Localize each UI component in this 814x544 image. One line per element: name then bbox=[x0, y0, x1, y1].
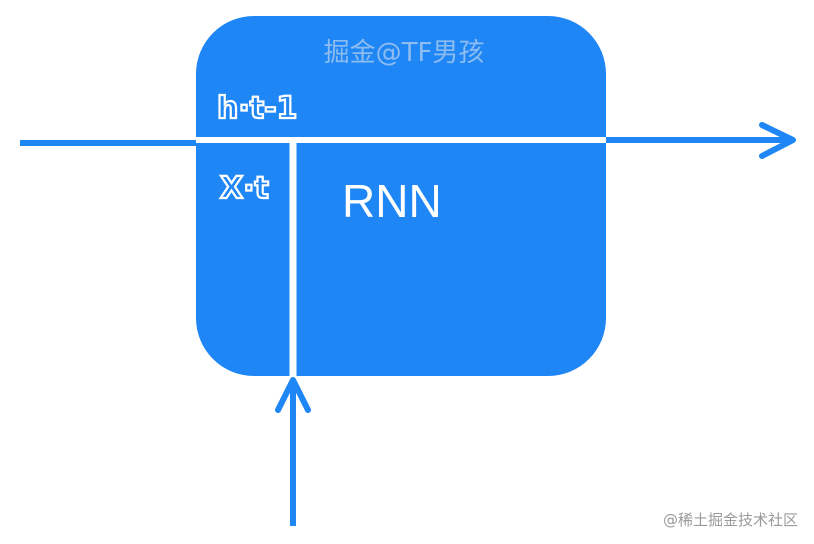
site-watermark: @稀土掘金技术社区 bbox=[662, 511, 798, 529]
rnn-title: RNN bbox=[342, 175, 442, 227]
hidden-state-output-arrowhead bbox=[759, 122, 796, 159]
input-label: X·t bbox=[220, 171, 269, 206]
rnn-cell-box bbox=[196, 16, 606, 376]
input-arrowhead bbox=[275, 377, 311, 413]
hidden-input-label: h·t-1 bbox=[217, 91, 297, 126]
box-watermark: 掘金@TF男孩 bbox=[324, 38, 485, 68]
